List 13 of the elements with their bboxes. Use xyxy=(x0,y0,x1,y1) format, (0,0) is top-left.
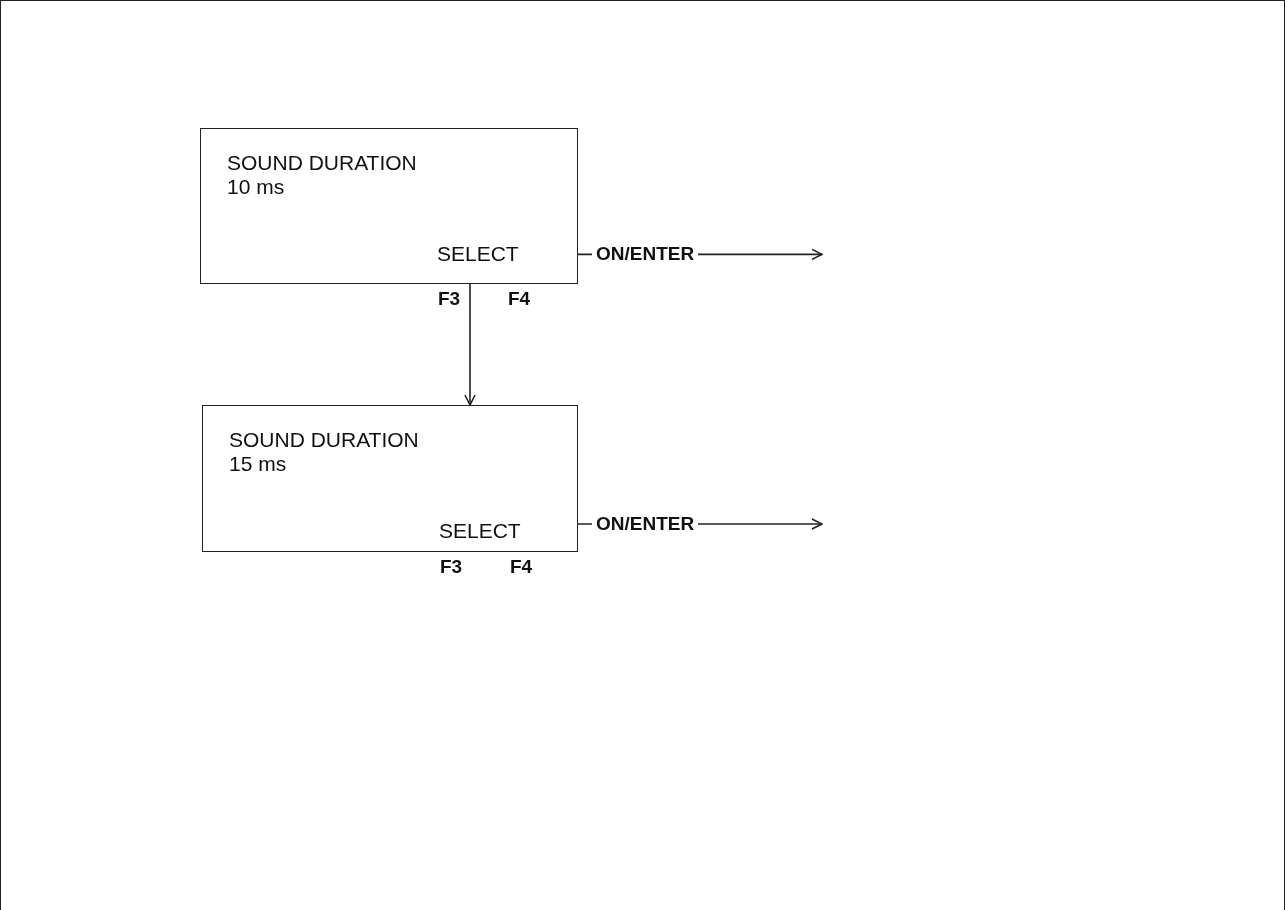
screen-value: 15 ms xyxy=(229,452,287,476)
function-key-label: F4 xyxy=(508,288,531,310)
screen-heading: SOUND DURATION xyxy=(229,428,419,452)
function-key-label: F3 xyxy=(440,556,463,578)
screen-heading: SOUND DURATION xyxy=(227,151,417,175)
function-key-label: F3 xyxy=(438,288,461,310)
function-key-label: F4 xyxy=(510,556,533,578)
display-screen-box xyxy=(200,128,578,284)
softkey-label: SELECT xyxy=(439,519,521,543)
softkey-label: SELECT xyxy=(437,242,519,266)
screen-value: 10 ms xyxy=(227,175,285,199)
display-screen-box xyxy=(202,405,578,552)
arrow xyxy=(464,283,476,406)
